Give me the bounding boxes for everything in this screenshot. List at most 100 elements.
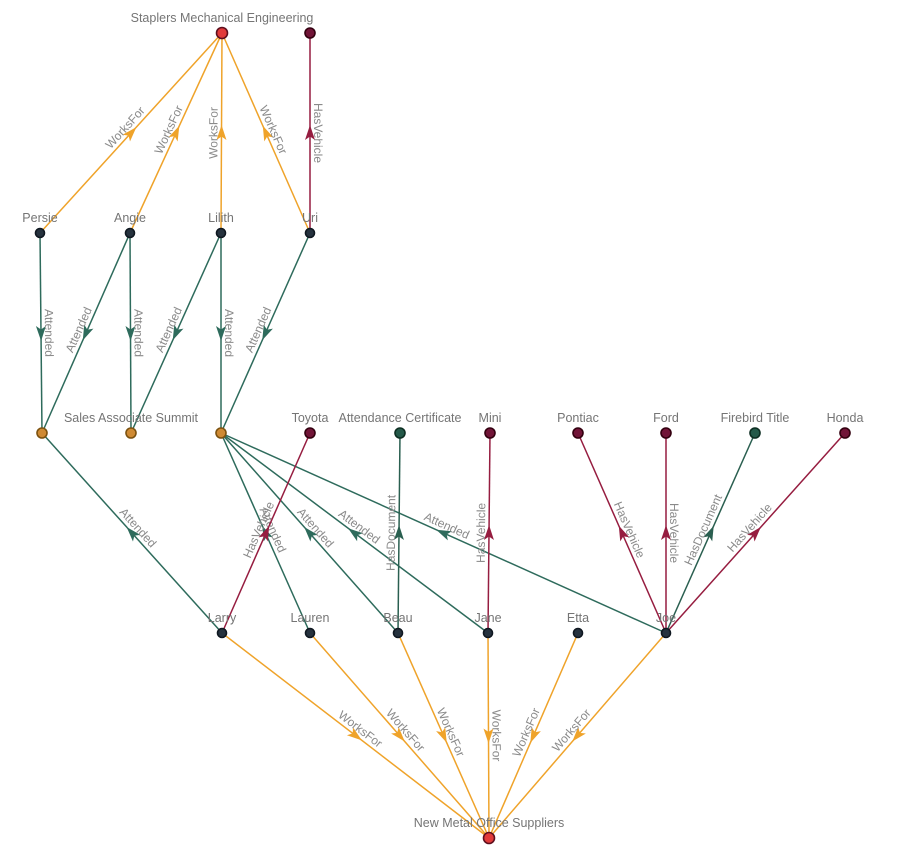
edge-arrowhead-icon — [258, 525, 270, 542]
person-node-dot[interactable] — [216, 627, 228, 639]
edge-arrowhead-icon — [393, 525, 404, 541]
graph-node-certificate[interactable] — [394, 427, 406, 439]
node-name-label: Pontiac — [557, 411, 599, 425]
node-name-label: Toyota — [292, 411, 329, 425]
graph-node-larry[interactable] — [216, 627, 228, 639]
person-node-dot[interactable] — [482, 627, 494, 639]
edge-relation-label: WorksFor — [102, 104, 147, 152]
vehicle-node-dot[interactable] — [660, 427, 672, 439]
edge-arrowhead-icon — [348, 528, 364, 542]
graph-node-joe[interactable] — [660, 627, 672, 639]
graph-node-angie[interactable] — [124, 227, 136, 239]
edge-arrowhead-icon — [122, 127, 137, 142]
edge-relation-label: Attended — [222, 309, 236, 357]
graph-edge-joe-newmetal[interactable]: WorksFor — [488, 632, 667, 839]
graph-node-etta[interactable] — [572, 627, 584, 639]
edge-relation-label: HasVehicle — [667, 503, 681, 563]
graph-node-jane[interactable] — [482, 627, 494, 639]
graph-node-summit[interactable] — [125, 427, 137, 439]
person-node-dot[interactable] — [34, 227, 46, 239]
graph-node-lilith[interactable] — [215, 227, 227, 239]
person-node-dot[interactable] — [572, 627, 584, 639]
edge-relation-label: WorksFor — [489, 710, 503, 762]
edge-arrowhead-icon — [572, 726, 586, 742]
person-node-dot[interactable] — [215, 227, 227, 239]
graph-node-ford[interactable] — [660, 427, 672, 439]
graph-edge-jane-mini[interactable]: HasVehicle — [474, 432, 494, 634]
graph-edge-larry-event_a[interactable]: Attended — [41, 432, 223, 634]
node-name-label: Firebird Title — [721, 411, 790, 425]
graph-node-vehicle_unlabeled[interactable] — [304, 27, 316, 39]
graph-node-honda[interactable] — [839, 427, 851, 439]
graph-edge-lilith-staplers[interactable]: WorksFor — [206, 32, 227, 234]
graph-node-newmetal[interactable] — [482, 831, 496, 845]
graph-edge-jane-newmetal[interactable]: WorksFor — [483, 632, 504, 839]
graph-edge-persie-staplers[interactable]: WorksFor — [39, 32, 223, 234]
graph-node-staplers[interactable] — [215, 26, 229, 40]
event-node-dot[interactable] — [125, 427, 137, 439]
node-name-label: Beau — [383, 611, 412, 625]
document-node-dot[interactable] — [394, 427, 406, 439]
edge-relation-label: Attended — [117, 505, 160, 550]
graph-edge-joe-ford[interactable]: HasVehicle — [661, 433, 681, 633]
vehicle-node-dot[interactable] — [304, 27, 316, 39]
node-name-label: Joe — [656, 611, 676, 625]
person-node-dot[interactable] — [304, 227, 316, 239]
event-node-dot[interactable] — [36, 427, 48, 439]
organization-node-dot[interactable] — [482, 831, 496, 845]
edge-arrowhead-icon — [530, 727, 541, 743]
graph-node-event_a[interactable] — [36, 427, 48, 439]
graph-edge-joe-honda[interactable]: HasVehicle — [665, 432, 846, 634]
graph-edge-uri-staplers[interactable]: WorksFor — [221, 32, 311, 234]
document-node-dot[interactable] — [749, 427, 761, 439]
graph-node-beau[interactable] — [392, 627, 404, 639]
node-name-label: Angie — [114, 211, 146, 225]
graph-edge-lilith-event_c[interactable]: Attended — [216, 233, 236, 433]
edge-arrowhead-icon — [703, 525, 714, 542]
graph-edge-persie-event_a[interactable]: Attended — [35, 232, 56, 434]
edge-arrowhead-icon — [661, 525, 671, 540]
edge-arrowhead-icon — [436, 727, 447, 743]
graph-node-pontiac[interactable] — [572, 427, 584, 439]
graph-node-firebird[interactable] — [749, 427, 761, 439]
edge-relation-label: WorksFor — [206, 107, 220, 159]
graph-node-event_c[interactable] — [215, 427, 227, 439]
edge-arrowhead-icon — [125, 325, 136, 341]
edge-arrowhead-icon — [216, 125, 227, 141]
person-node-dot[interactable] — [304, 627, 316, 639]
graph-edge-joe-pontiac[interactable]: HasVehicle — [577, 432, 667, 634]
edge-arrowhead-icon — [216, 326, 226, 341]
person-node-dot[interactable] — [124, 227, 136, 239]
graph-edge-uri-vehicle_unlabeled[interactable]: HasVehicle — [305, 33, 325, 233]
node-name-label: Staplers Mechanical Engineering — [131, 11, 314, 25]
edge-relation-label: HasVehicle — [311, 103, 325, 163]
event-node-dot[interactable] — [215, 427, 227, 439]
graph-edge-angie-summit[interactable]: Attended — [125, 232, 146, 434]
organization-node-dot[interactable] — [215, 26, 229, 40]
edge-arrowhead-icon — [483, 728, 494, 744]
graph-node-persie[interactable] — [34, 227, 46, 239]
edge-arrowhead-icon — [35, 325, 46, 341]
graph-node-toyota[interactable] — [304, 427, 316, 439]
graph-node-mini[interactable] — [484, 427, 496, 439]
graph-edge-joe-event_c[interactable]: Attended — [220, 432, 667, 634]
person-node-dot[interactable] — [660, 627, 672, 639]
edge-relation-label: WorksFor — [383, 706, 428, 754]
edge-relation-label: HasDocument — [681, 492, 725, 568]
vehicle-node-dot[interactable] — [304, 427, 316, 439]
graph-edge-beau-certificate[interactable]: HasDocument — [384, 432, 404, 634]
person-node-dot[interactable] — [392, 627, 404, 639]
vehicle-node-dot[interactable] — [839, 427, 851, 439]
graph-edge-lauren-newmetal[interactable]: WorksFor — [309, 632, 490, 839]
node-name-label: Lauren — [291, 611, 330, 625]
node-name-label: Mini — [479, 411, 502, 425]
edge-relation-label: HasVehicle — [474, 503, 489, 563]
vehicle-node-dot[interactable] — [572, 427, 584, 439]
edge-arrowhead-icon — [391, 726, 405, 742]
graph-node-lauren[interactable] — [304, 627, 316, 639]
vehicle-node-dot[interactable] — [484, 427, 496, 439]
graph-node-uri[interactable] — [304, 227, 316, 239]
